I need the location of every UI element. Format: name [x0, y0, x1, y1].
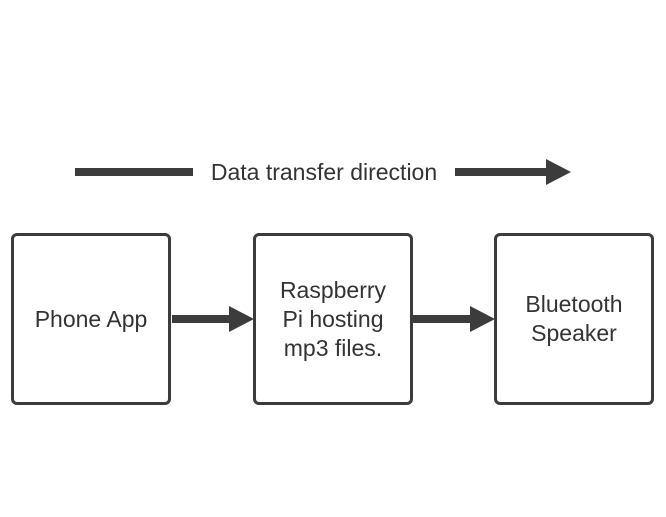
phone-app-box: Phone App — [11, 233, 171, 405]
phone-app-label: Phone App — [34, 305, 148, 332]
direction-legend-label: Data transfer direction — [193, 156, 455, 188]
bluetooth-speaker-label: Bluetooth Speaker — [525, 291, 623, 346]
raspberry-pi-box: Raspberry Pi hosting mp3 files. — [253, 233, 413, 405]
connector-pi-to-speaker-arrowhead — [470, 306, 495, 332]
raspberry-pi-label: Raspberry Pi hosting mp3 files. — [279, 276, 387, 361]
connector-phone-to-pi-arrowhead — [229, 306, 254, 332]
direction-arrowhead — [546, 159, 571, 185]
bluetooth-speaker-box: Bluetooth Speaker — [494, 233, 654, 405]
